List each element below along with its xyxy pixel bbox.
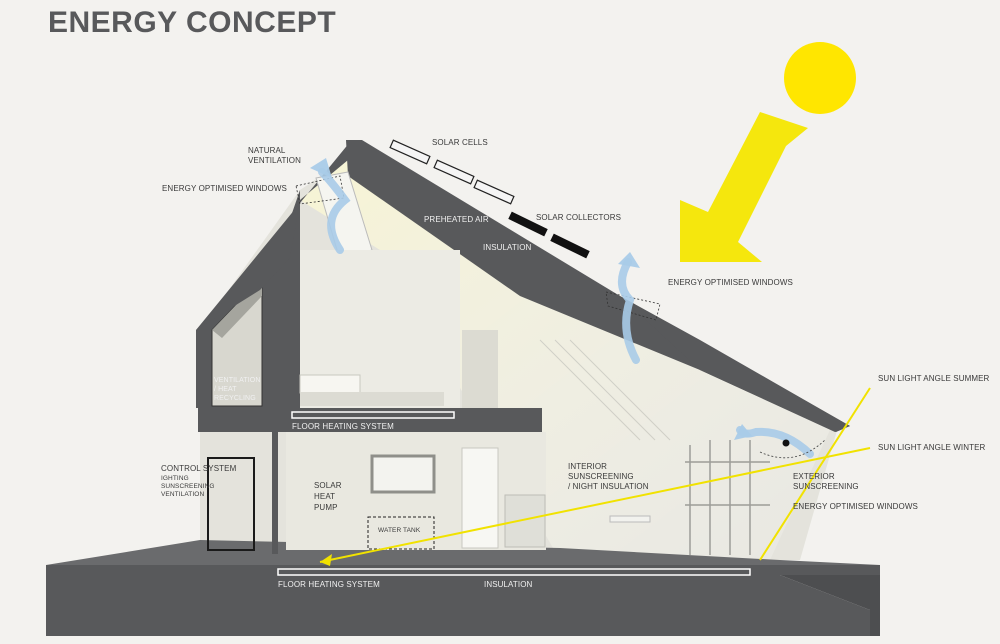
label-ventilation-heat-recycling: VENTILATION / HEAT RECYCLING xyxy=(214,377,261,402)
doorway xyxy=(461,447,499,549)
roof-left-slope xyxy=(196,142,360,330)
airflow-arrowheads xyxy=(310,158,752,440)
solar-collectors-array xyxy=(508,211,590,259)
label-insulation-floor: INSULATION xyxy=(484,580,533,589)
roof-main-slab xyxy=(346,140,620,296)
label-water-tank: WATER TANK xyxy=(378,527,421,534)
sun-beam-arrow xyxy=(680,112,808,262)
window-marker-right xyxy=(605,291,661,321)
water-tank-outline xyxy=(367,516,435,550)
kitchen-unit xyxy=(504,494,546,548)
label-control-system: CONTROL SYSTEM xyxy=(161,464,237,473)
label-floor-heating-upper: FLOOR HEATING SYSTEM xyxy=(292,422,394,431)
label-energy-windows-right: ENERGY OPTIMISED WINDOWS xyxy=(668,278,793,287)
label-energy-windows-left: ENERGY OPTIMISED WINDOWS xyxy=(162,184,287,193)
label-solar-cells: SOLAR CELLS xyxy=(432,138,488,147)
upper-doorway xyxy=(462,330,498,408)
ground-slope-right xyxy=(780,575,880,636)
terrace-table xyxy=(609,515,651,523)
floor-heating-lower-tube xyxy=(277,568,751,576)
column-left xyxy=(272,432,278,554)
label-solar-heat-pump: SOLAR HEAT PUMP xyxy=(314,481,342,512)
bed xyxy=(299,374,361,394)
solar-cells-array xyxy=(389,139,515,205)
label-energy-windows-bottom: ENERGY OPTIMISED WINDOWS xyxy=(793,502,918,511)
upper-floor-slab xyxy=(198,408,542,432)
ground-slab xyxy=(46,565,880,636)
label-sun-angle-summer: SUN LIGHT ANGLE SUMMER xyxy=(878,374,990,383)
sun-angle-summer-line xyxy=(759,387,871,561)
south-glazing xyxy=(685,440,770,555)
floor-heating-upper-tube xyxy=(291,411,455,419)
label-insulation-roof: INSULATION xyxy=(483,243,532,252)
label-solar-collectors: SOLAR COLLECTORS xyxy=(536,213,622,222)
control-system-panel xyxy=(207,457,255,551)
sun-icon xyxy=(784,42,856,114)
staircase xyxy=(539,339,671,441)
label-exterior-sunscreening: EXTERIOR SUNSCREENING xyxy=(793,472,859,491)
label-floor-heating-lower: FLOOR HEATING SYSTEM xyxy=(278,580,380,589)
label-interior-sunscreening: INTERIOR SUNSCREENING / NIGHT INSULATION xyxy=(568,462,649,491)
interior-window xyxy=(370,454,436,494)
exterior-sunscreen-pivot xyxy=(782,439,790,447)
sun-angle-winter-line xyxy=(319,447,871,563)
label-preheated-air: PREHEATED AIR xyxy=(424,215,489,224)
label-sun-angle-winter: SUN LIGHT ANGLE WINTER xyxy=(878,443,986,452)
label-natural-ventilation: NATURAL VENTILATION xyxy=(248,146,301,165)
label-control-system-items: IGHTING SUNSCREENING VENTILATION xyxy=(161,475,215,498)
diagram-title: ENERGY CONCEPT xyxy=(48,6,337,39)
